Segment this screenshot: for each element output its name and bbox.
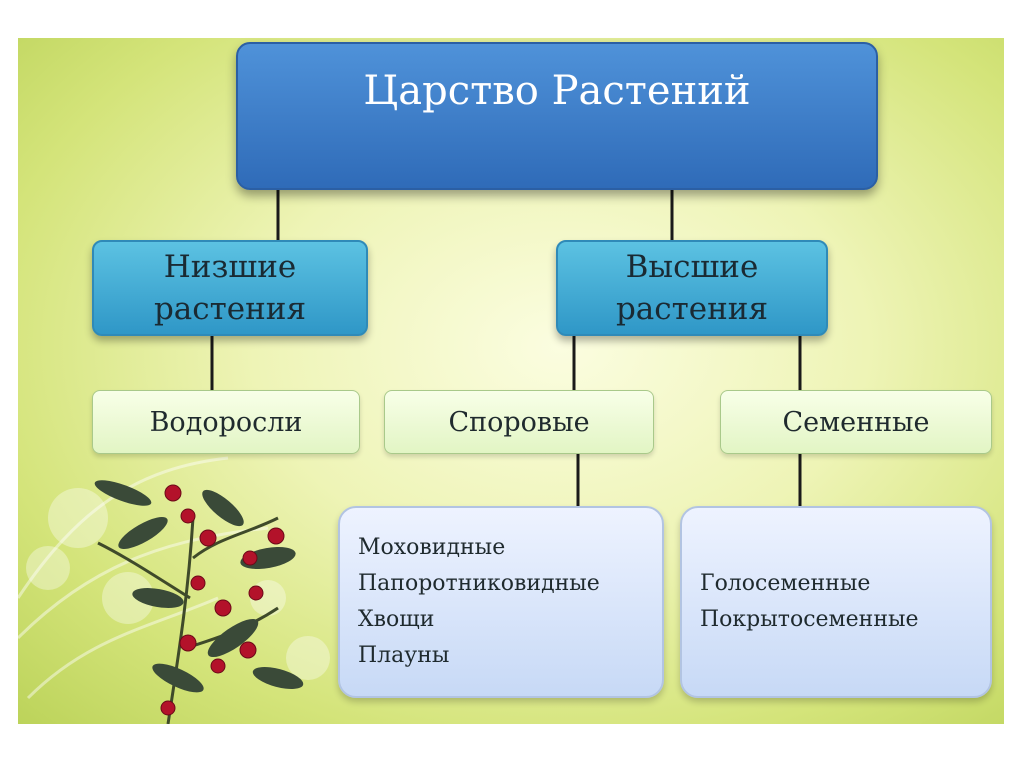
algae-label: Водоросли (149, 406, 303, 438)
node-lower-plants: Низшие растения (92, 240, 368, 336)
higher-plants-line1: Высшие (625, 249, 759, 285)
seed-plants-list: Голосеменные Покрытосеменные (680, 506, 992, 698)
berry-branch-illustration (18, 456, 330, 724)
node-spore-plants: Споровые (384, 390, 654, 454)
root-node-plant-kingdom: Царство Растений (236, 42, 878, 190)
list-item: Папоротниковидные (358, 571, 600, 596)
lower-plants-line2: растения (153, 291, 307, 327)
list-item: Голосеменные (700, 571, 871, 596)
spore-plants-list: Моховидные Папоротниковидные Хвощи Плаун… (338, 506, 664, 698)
root-title: Царство Растений (363, 68, 751, 114)
list-item: Хвощи (358, 607, 435, 632)
higher-plants-line2: растения (615, 291, 769, 327)
lower-plants-line1: Низшие (163, 249, 297, 285)
node-seed-plants: Семенные (720, 390, 992, 454)
list-item: Плауны (358, 643, 450, 668)
seed-label: Семенные (782, 406, 930, 438)
list-item: Покрытосеменные (700, 607, 919, 632)
list-item: Моховидные (358, 535, 506, 560)
node-higher-plants: Высшие растения (556, 240, 828, 336)
node-algae: Водоросли (92, 390, 360, 454)
spore-label: Споровые (448, 406, 590, 438)
